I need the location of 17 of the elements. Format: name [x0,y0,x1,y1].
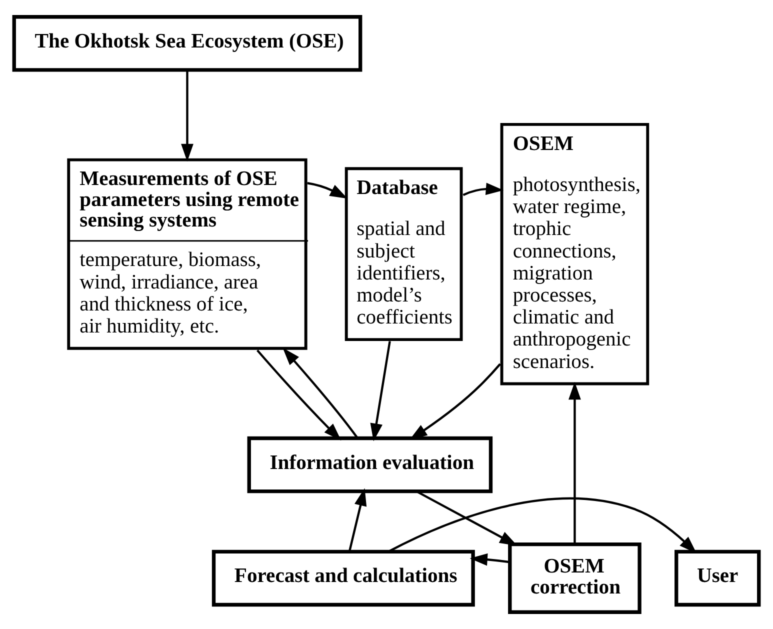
arrow [307,182,348,199]
node-box: User [674,550,761,607]
arrow [348,488,367,552]
arrow [416,490,518,546]
node-box: Database spatial and subject identifiers, model’s coefficients [344,167,463,342]
arrow [568,382,581,544]
node-box: OSEM correction [508,542,642,614]
arrow [282,348,358,439]
arrow [462,182,504,196]
arrow [256,350,342,441]
arrow [370,341,391,442]
node-box: Forecast and calculations [212,550,475,607]
node-box: OSEM photosynthesis, water regime, trophic connections, migration processes, climatic and anthropogenic scenarios. [500,122,650,386]
node-box: The Okhotsk Sea Ecosystem (OSE) [12,15,362,72]
node-box: Information evaluation [247,436,493,494]
arrow [181,70,194,162]
arrow [470,553,510,566]
